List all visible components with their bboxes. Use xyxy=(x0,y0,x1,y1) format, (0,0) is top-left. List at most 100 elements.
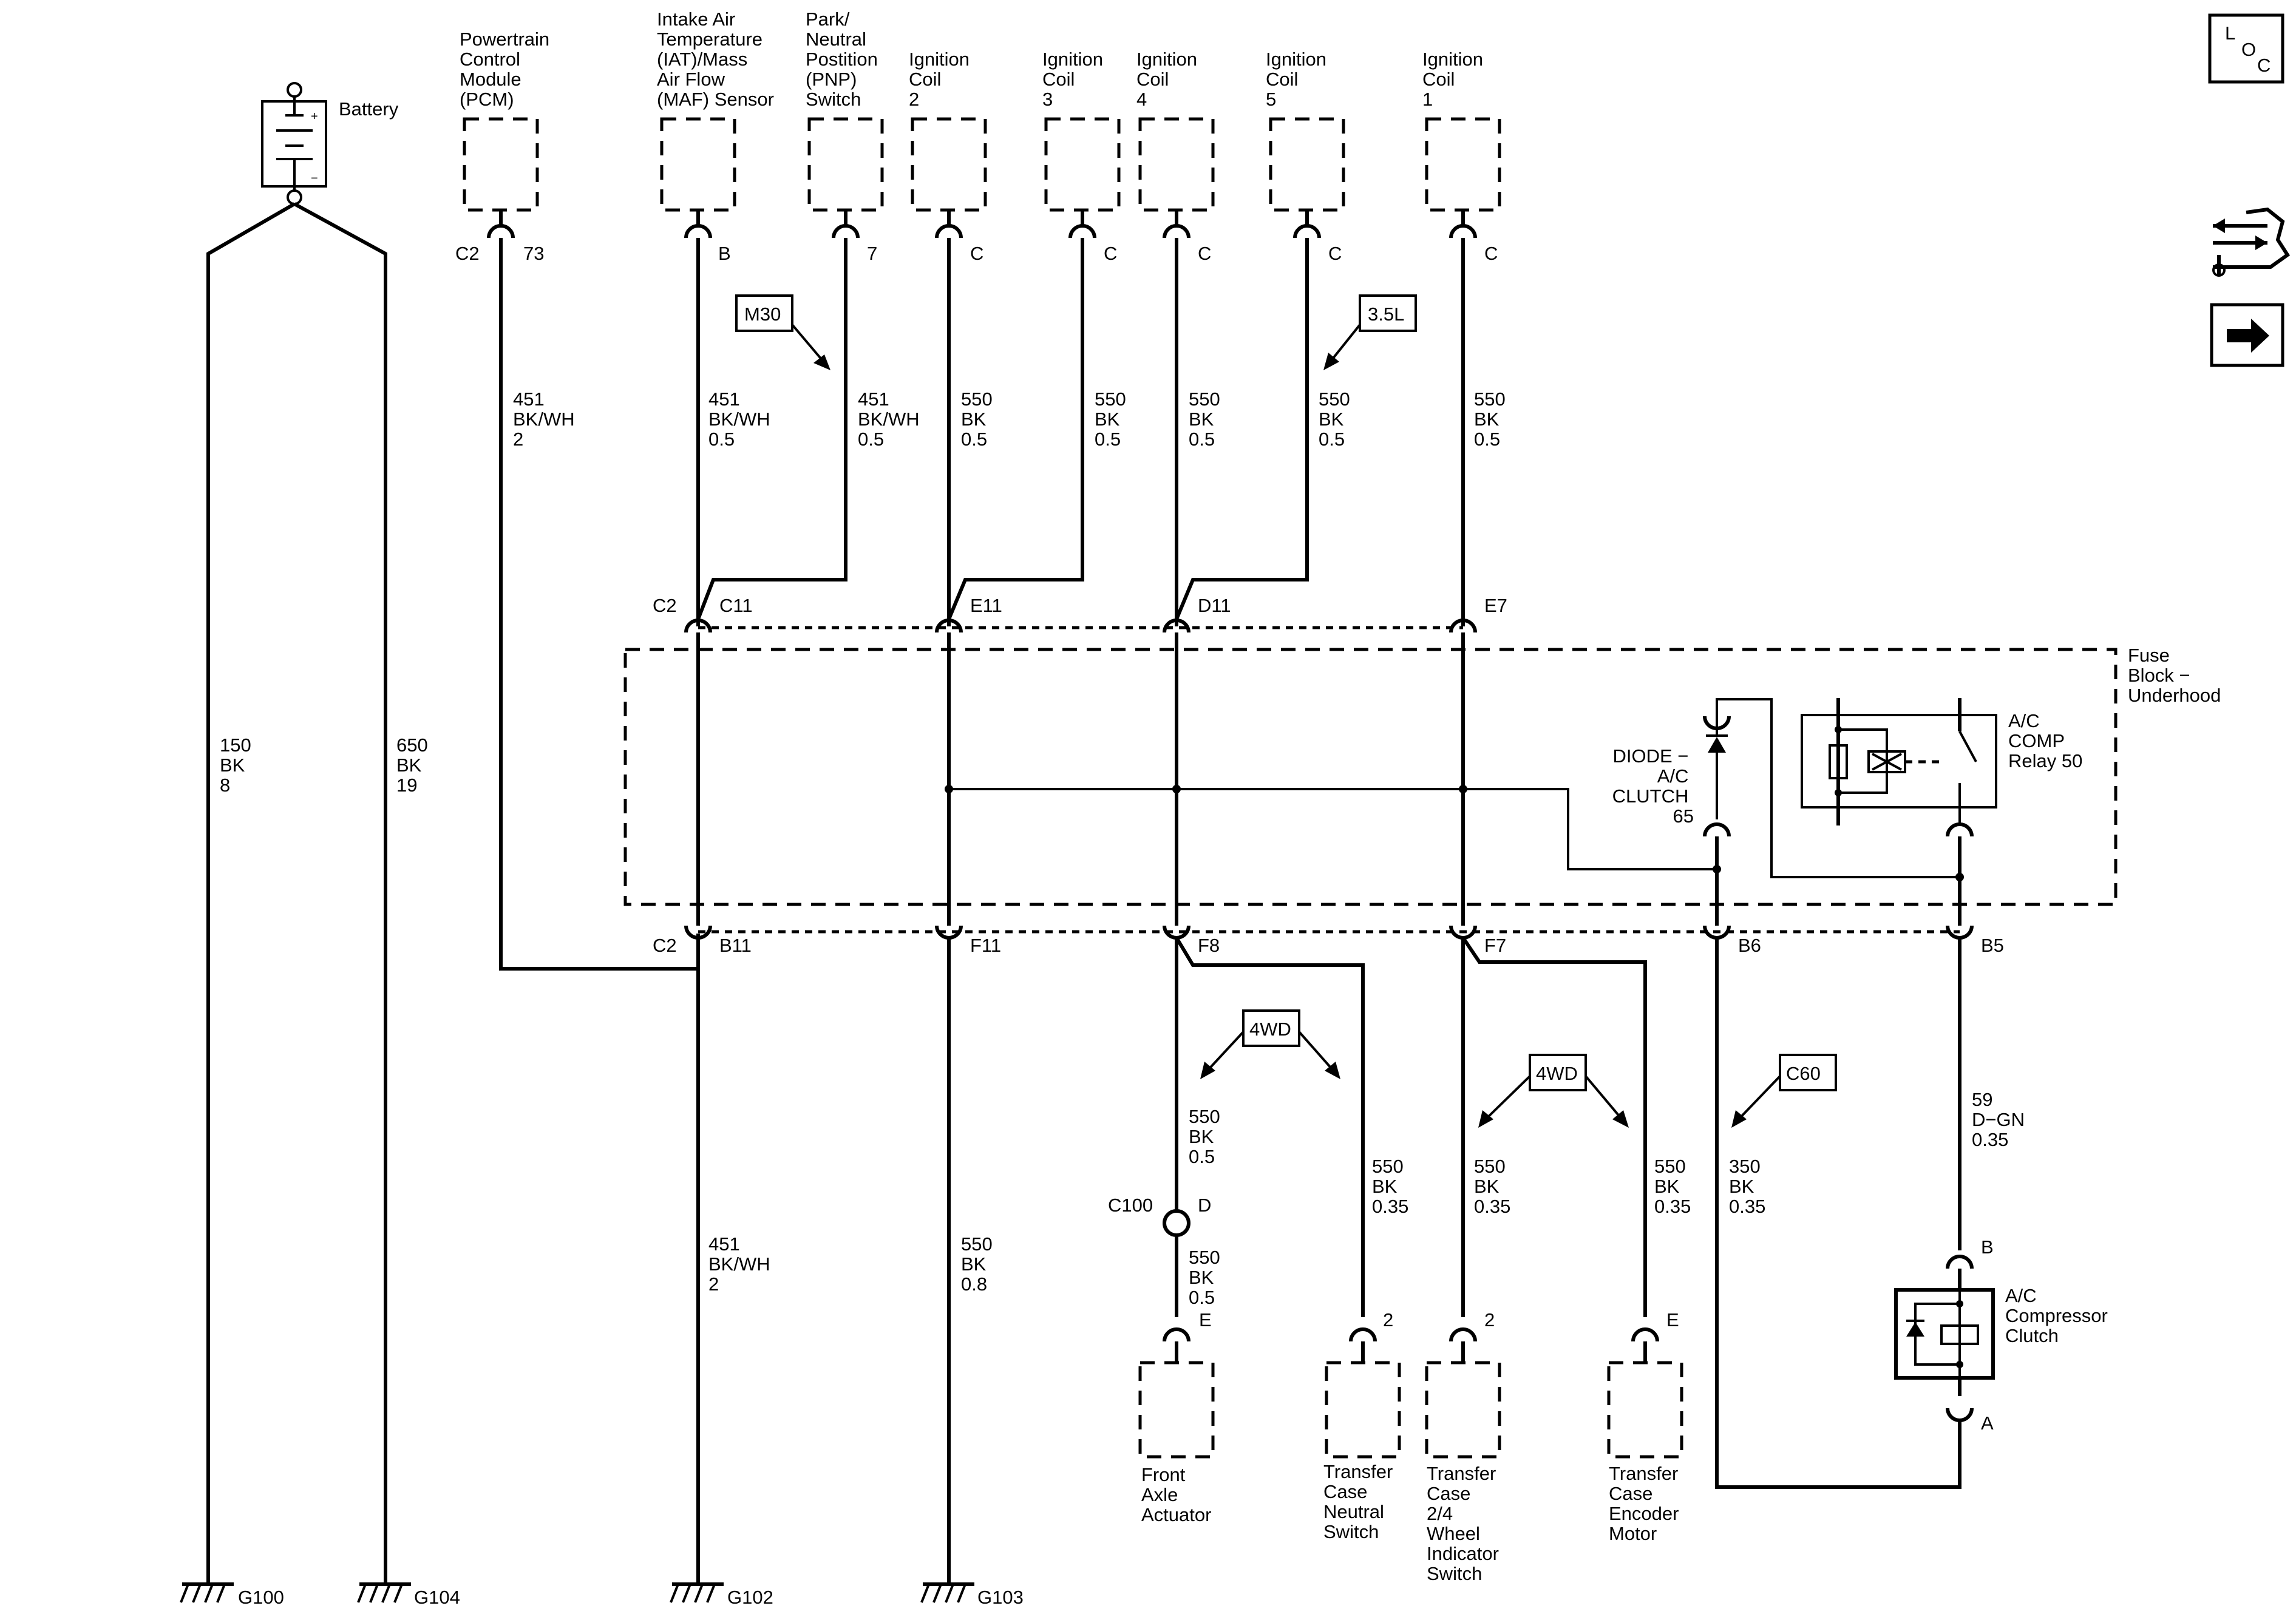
ground-g103-label: G103 xyxy=(977,1587,1024,1608)
front-axle-actuator-label: Front Axle Actuator xyxy=(1141,1464,1211,1525)
relay-label: A/C COMP Relay 50 xyxy=(2008,710,2082,771)
bottom-component-boxes xyxy=(1138,1361,1683,1459)
coil4-pin-label: C xyxy=(1198,243,1211,264)
fuse-top-pin-c11: C11 xyxy=(719,595,753,616)
pnp-switch-label: Park/ Neutral Postition (PNP) Switch xyxy=(806,8,883,110)
ground-g104: G104 xyxy=(357,1582,460,1608)
fuse-bottom-pin-f11: F11 xyxy=(970,935,1001,956)
bottom-component-labels: Front Axle Actuator Transfer Case Neutra… xyxy=(1141,1285,2113,1584)
iat-maf-sensor-label: Intake Air Temperature (IAT)/Mass Air Fl… xyxy=(657,8,774,110)
tc24-pin-label: 2 xyxy=(1484,1309,1495,1331)
top-pin-symbols xyxy=(487,210,1477,239)
fuse-bottom-connector-label: C2 xyxy=(653,935,677,956)
transfer-case-neutral-switch-label: Transfer Case Neutral Switch xyxy=(1323,1461,1398,1542)
svg-text:4WD: 4WD xyxy=(1249,1019,1291,1040)
coil1-pin-label: C xyxy=(1484,243,1498,264)
fuse-bottom-pin-f7: F7 xyxy=(1484,935,1506,956)
iat-pin-label: B xyxy=(718,243,731,264)
coil3-pin-label: C xyxy=(1104,243,1117,264)
acc-pin-b-label: B xyxy=(1981,1236,1994,1258)
fuse-bottom-pin-f8: F8 xyxy=(1198,935,1220,956)
transfer-case-24-wheel-switch-box xyxy=(1425,1361,1501,1459)
c100-connector-label: C100 xyxy=(1108,1195,1153,1216)
coil5-pin-label: C xyxy=(1328,243,1342,264)
fuse-block-label: Fuse Block − Underhood xyxy=(2128,645,2221,706)
svg-text:4WD: 4WD xyxy=(1536,1063,1578,1084)
option-m30: M30 xyxy=(735,294,830,370)
tcn-pin-label: 2 xyxy=(1383,1309,1393,1331)
fuse-top-connector-label: C2 xyxy=(653,595,677,616)
acc-pin-a-label: A xyxy=(1981,1412,1994,1434)
pcm-label: Powertrain Control Module (PCM) xyxy=(460,29,555,110)
fuse-top-pin-d11: D11 xyxy=(1198,595,1231,616)
pcm-connector-label: C2 xyxy=(455,243,480,264)
ignition-coil-3-label: Ignition Coil 3 xyxy=(1042,49,1109,110)
top-pin-labels: C2 73 B 7 C C C C C xyxy=(455,243,1498,264)
transfer-case-neutral-switch-box xyxy=(1325,1361,1401,1459)
ground-g100: G100 xyxy=(180,1582,284,1608)
tce-pin-label: E xyxy=(1666,1309,1679,1331)
battery-minus: − xyxy=(311,172,318,185)
ground-g104-label: G104 xyxy=(414,1587,460,1608)
ground-g102: G102 xyxy=(670,1582,773,1608)
lower-wires xyxy=(696,937,1961,1584)
top-component-labels: Powertrain Control Module (PCM) Intake A… xyxy=(460,8,1483,110)
c100-pin-label: D xyxy=(1198,1195,1211,1216)
ground-g103: G103 xyxy=(920,1582,1024,1608)
ground-g102-label: G102 xyxy=(727,1587,773,1608)
next-page-arrow-icon[interactable] xyxy=(2210,303,2284,367)
battery-plus: + xyxy=(311,110,318,123)
battery-label: Battery xyxy=(339,98,399,120)
bottom-pin-labels: E 2 2 E B A xyxy=(1199,1236,1994,1434)
svg-text:M30: M30 xyxy=(744,303,781,325)
ignition-coil-5-label: Ignition Coil 5 xyxy=(1266,49,1332,110)
svg-text:3.5L: 3.5L xyxy=(1368,303,1404,325)
coil2-pin-label: C xyxy=(970,243,983,264)
fuse-top-pin-e11: E11 xyxy=(970,595,1002,616)
diode-ac-clutch: DIODE − A/C CLUTCH 65 xyxy=(1612,698,1964,926)
ac-compressor-clutch xyxy=(1894,1255,1995,1423)
option-4wd-right: 4WD xyxy=(1478,1054,1629,1128)
svg-text:L: L xyxy=(2225,22,2235,44)
fuse-top-pin-e7: E7 xyxy=(1484,595,1507,616)
ground-g100-label: G100 xyxy=(238,1587,284,1608)
transfer-case-24-wheel-switch-label: Transfer Case 2/4 Wheel Indicator Switch xyxy=(1427,1463,1504,1584)
option-3-5l: 3.5L xyxy=(1323,294,1417,370)
transfer-case-encoder-motor-box xyxy=(1607,1361,1683,1459)
option-c60: C60 xyxy=(1731,1054,1837,1128)
transfer-case-encoder-motor-label: Transfer Case Encoder Motor xyxy=(1609,1463,1684,1544)
ac-comp-relay-50: A/C COMP Relay 50 xyxy=(1801,698,2082,926)
ac-compressor-clutch-label: A/C Compressor Clutch xyxy=(2005,1285,2113,1346)
front-axle-actuator-box xyxy=(1138,1361,1215,1459)
ignition-coil-2-label: Ignition Coil 2 xyxy=(909,49,975,110)
svg-text:C: C xyxy=(2257,55,2271,76)
fuse-bottom-pin-b11: B11 xyxy=(719,935,752,956)
svg-text:O: O xyxy=(2241,39,2256,60)
fuse-block-underhood: Fuse Block − Underhood C2 C11 E11 D11 E7… xyxy=(623,595,2221,956)
pnp-pin-label: 7 xyxy=(867,243,877,264)
pcm-pin-label: 73 xyxy=(523,243,544,264)
connector-end-view-icon[interactable] xyxy=(2212,207,2291,277)
diode-label: DIODE − A/C CLUTCH 65 xyxy=(1612,745,1694,827)
location-icon[interactable]: L O C xyxy=(2208,13,2284,84)
option-4wd-left: 4WD xyxy=(1200,1009,1340,1079)
